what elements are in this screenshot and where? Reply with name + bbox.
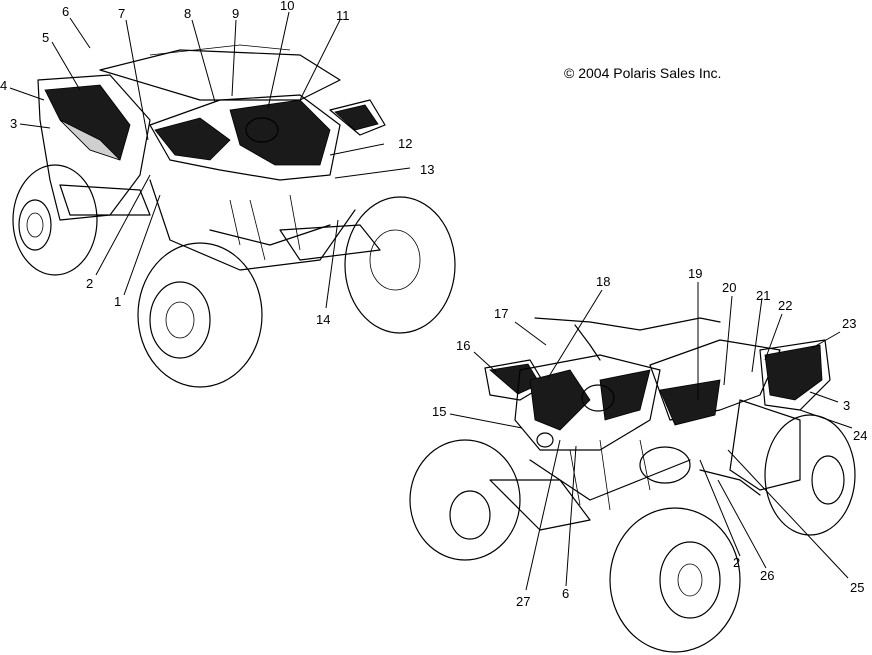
callout-label: 10 — [280, 0, 294, 13]
callout-label: 26 — [760, 568, 774, 583]
callout-label: 24 — [853, 428, 867, 443]
callout-label: 15 — [432, 404, 446, 419]
callout-label: 3 — [10, 116, 17, 131]
callout-label: 2 — [86, 276, 93, 291]
atv-left-illustration — [12, 44, 456, 388]
callout-label: 1 — [114, 294, 121, 309]
copyright-notice: © 2004 Polaris Sales Inc. — [564, 65, 721, 81]
callout-label: 19 — [688, 266, 702, 281]
callout-label: 6 — [562, 586, 569, 601]
callout-label: 14 — [316, 312, 330, 327]
callouts-right: 18 19 20 21 22 23 17 16 3 24 15 2 26 25 … — [432, 266, 867, 609]
callout-label: 3 — [843, 398, 850, 413]
callout-label: 4 — [0, 78, 7, 93]
callout-label: 22 — [778, 298, 792, 313]
callout-label: 5 — [42, 30, 49, 45]
callout-label: 11 — [336, 8, 350, 23]
callout-label: 2 — [733, 555, 740, 570]
callouts-left: 6 7 8 9 10 11 5 4 3 12 13 2 1 14 — [0, 0, 434, 327]
callout-label: 27 — [516, 594, 530, 609]
callout-label: 21 — [756, 288, 770, 303]
callout-label: 16 — [456, 338, 470, 353]
callout-label: 17 — [494, 306, 508, 321]
callout-label: 25 — [850, 580, 864, 595]
callout-label: 6 — [62, 4, 69, 19]
callout-label: 13 — [420, 162, 434, 177]
callout-label: 8 — [184, 6, 191, 21]
callout-label: 20 — [722, 280, 736, 295]
callout-label: 12 — [398, 136, 412, 151]
callout-label: 18 — [596, 274, 610, 289]
atv-right-illustration — [409, 317, 856, 653]
callout-label: 23 — [842, 316, 856, 331]
callout-label: 9 — [232, 6, 239, 21]
callout-label: 7 — [118, 6, 125, 21]
